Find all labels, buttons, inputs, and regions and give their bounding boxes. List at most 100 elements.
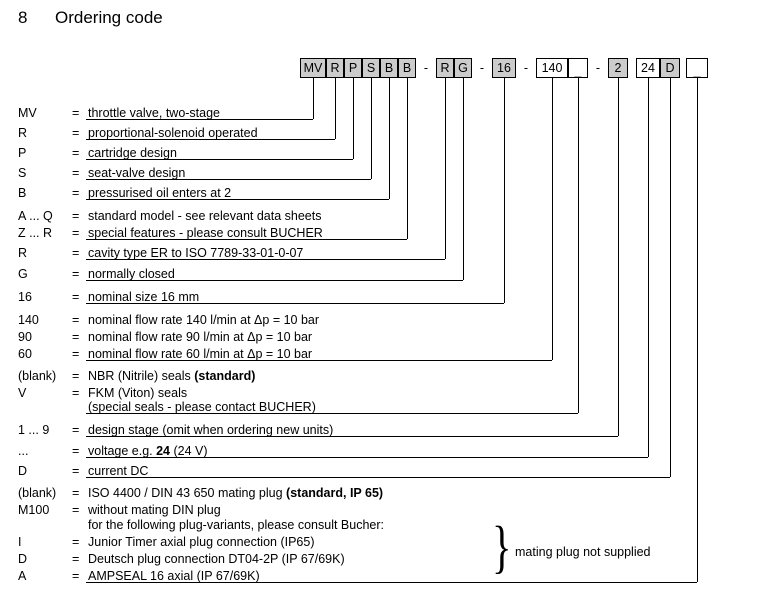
- legend-equals: =: [72, 226, 80, 240]
- code-box-2: 2: [608, 58, 628, 78]
- legend-equals: =: [72, 290, 80, 304]
- legend-description: AMPSEAL 16 axial (IP 67/69K): [88, 569, 260, 583]
- connector-vertical-seals: [578, 78, 579, 413]
- legend-code: 1 ... 9: [18, 423, 50, 437]
- section-number: 8: [18, 8, 28, 27]
- code-box-s: S: [362, 58, 380, 78]
- legend-emphasis: (standard, IP 65): [286, 486, 384, 500]
- legend-code: ...: [18, 444, 29, 458]
- code-separator-dash: -: [423, 61, 429, 75]
- legend-description: without mating DIN plug: [88, 503, 221, 517]
- legend-equals: =: [72, 126, 80, 140]
- connector-horizontal-b: [86, 199, 389, 200]
- legend-equals: =: [72, 186, 80, 200]
- legend-equals: =: [72, 444, 80, 458]
- legend-code: A ... Q: [18, 209, 53, 223]
- legend-description: normally closed: [88, 267, 175, 281]
- legend-description: nominal flow rate 90 l/min at Δp = 10 ba…: [88, 330, 313, 344]
- legend-code: 90: [18, 330, 32, 344]
- connector-vertical-current: [670, 78, 671, 477]
- code-box-blank: _: [686, 58, 708, 78]
- legend-emphasis: (standard): [194, 369, 256, 383]
- legend-description: pressurised oil enters at 2: [88, 186, 232, 200]
- legend-description: seat-valve design: [88, 166, 186, 180]
- connector-horizontal-mv: [86, 119, 313, 120]
- legend-code: D: [18, 464, 28, 478]
- legend-emphasis: 24: [156, 444, 171, 458]
- legend-code: V: [18, 386, 27, 400]
- connector-vertical-size16: [504, 78, 505, 303]
- legend-description: cavity type ER to ISO 7789-33-01-0-07: [88, 246, 304, 260]
- code-box-r: R: [326, 58, 344, 78]
- blank-placeholder: _: [693, 64, 701, 78]
- legend-equals: =: [72, 569, 80, 583]
- connector-vertical-g: [463, 78, 464, 280]
- legend-description: Junior Timer axial plug connection (IP65…: [88, 535, 315, 549]
- legend-equals: =: [72, 330, 80, 344]
- legend-equals: =: [72, 246, 80, 260]
- legend-code: 16: [18, 290, 32, 304]
- legend-description: special features - please consult BUCHER: [88, 226, 323, 240]
- legend-code: S: [18, 166, 27, 180]
- legend-equals: =: [72, 166, 80, 180]
- code-box-b: B: [398, 58, 416, 78]
- connector-vertical-r2: [445, 78, 446, 259]
- legend-description: cartridge design: [88, 146, 177, 160]
- connector-horizontal-size16: [86, 303, 504, 304]
- legend-equals: =: [72, 552, 80, 566]
- legend-code: G: [18, 267, 28, 281]
- connector-horizontal-voltage: [86, 457, 648, 458]
- legend-code: B: [18, 186, 27, 200]
- legend-equals: =: [72, 369, 80, 383]
- connector-vertical-b: [389, 78, 390, 199]
- legend-code: P: [18, 146, 27, 160]
- legend-code: M100: [18, 503, 50, 517]
- legend-description: standard model - see relevant data sheet…: [88, 209, 322, 223]
- code-box-d: D: [660, 58, 680, 78]
- legend-description: nominal size 16 mm: [88, 290, 200, 304]
- code-box-24: 24: [636, 58, 660, 78]
- legend-code: D: [18, 552, 28, 566]
- legend-equals: =: [72, 486, 80, 500]
- connector-horizontal-seals: [86, 413, 578, 414]
- legend-equals: =: [72, 347, 80, 361]
- curly-brace: }: [492, 514, 512, 579]
- code-box-140: 140: [536, 58, 568, 78]
- legend-description: for the following plug-variants, please …: [88, 518, 384, 532]
- legend-description: voltage e.g. 24 (24 V): [88, 444, 208, 458]
- connector-vertical-plug: [697, 78, 698, 582]
- legend-code: R: [18, 246, 28, 260]
- code-box-blank: _: [568, 58, 588, 78]
- code-separator-dash: -: [523, 61, 529, 75]
- legend-description: ISO 4400 / DIN 43 650 mating plug (stand…: [88, 486, 384, 500]
- connector-vertical-voltage: [648, 78, 649, 457]
- code-box-16: 16: [492, 58, 516, 78]
- code-box-r: R: [436, 58, 454, 78]
- legend-equals: =: [72, 146, 80, 160]
- legend-description: proportional-solenoid operated: [88, 126, 258, 140]
- legend-code: I: [18, 535, 22, 549]
- legend-equals: =: [72, 503, 80, 517]
- legend-code: (blank): [18, 486, 57, 500]
- legend-code: Z ... R: [18, 226, 53, 240]
- legend-equals: =: [72, 423, 80, 437]
- blank-placeholder: _: [574, 64, 582, 78]
- code-box-mv: MV: [300, 58, 326, 78]
- connector-vertical-s: [371, 78, 372, 179]
- connector-vertical-flow: [552, 78, 553, 360]
- legend-description: nominal flow rate 140 l/min at Δp = 10 b…: [88, 313, 320, 327]
- connector-horizontal-r2: [86, 259, 445, 260]
- connector-vertical-aq-zr: [407, 78, 408, 239]
- legend-description: design stage (omit when ordering new uni…: [88, 423, 334, 437]
- connector-vertical-p: [353, 78, 354, 159]
- code-box-b: B: [380, 58, 398, 78]
- legend-description: current DC: [88, 464, 149, 478]
- legend-equals: =: [72, 106, 80, 120]
- connector-horizontal-r1: [86, 139, 335, 140]
- legend-code: 140: [18, 313, 39, 327]
- connector-vertical-r1: [335, 78, 336, 139]
- bracket-note-label: mating plug not supplied: [515, 545, 651, 559]
- legend-description: FKM (Viton) seals: [88, 386, 188, 400]
- connector-horizontal-s: [86, 179, 371, 180]
